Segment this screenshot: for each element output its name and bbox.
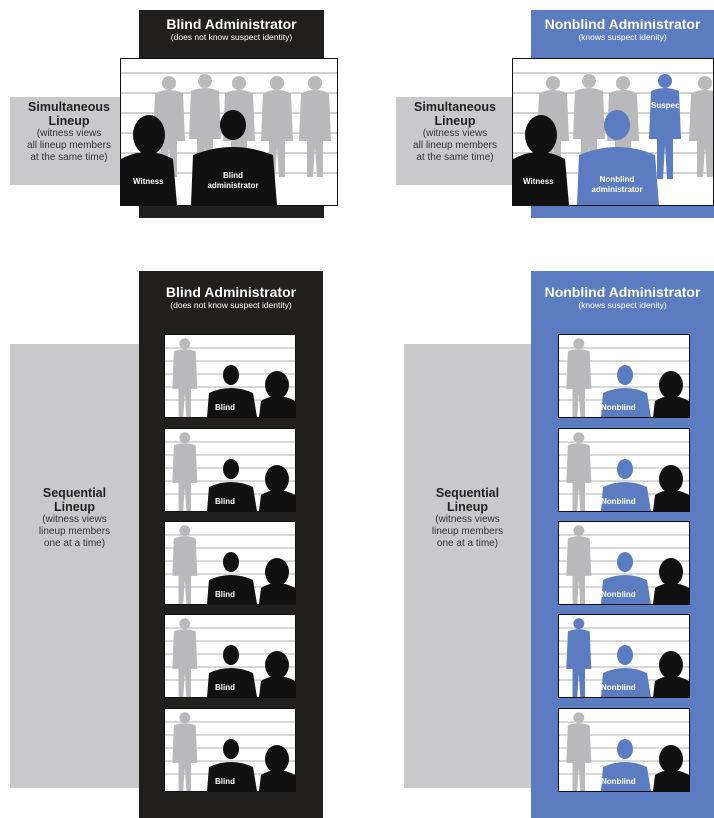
nonblind-admin-label-1: Nonblind [599, 175, 635, 184]
sequential-title-1: Sequential [42, 486, 107, 500]
nonblind-sequential-frame-5: Nonblind [558, 708, 690, 792]
nonblind-admin-label-2: administrator [591, 185, 643, 194]
sequential-sub-2-right: lineup members [431, 526, 504, 537]
sequential-sub-1-right: (witness views [435, 514, 500, 525]
suspect-label: Suspect [651, 101, 683, 110]
simultaneous-sub-1: (witness views [36, 128, 102, 139]
simultaneous-sub-2: all lineup members [27, 140, 111, 151]
nonblind-sequential-frame-3: Nonblind [558, 521, 690, 605]
simultaneous-title-1: Simultaneous [28, 100, 110, 114]
suspect-figure [649, 74, 681, 179]
sequential-label-box-left [10, 344, 139, 788]
lineup-scene-nonblind [513, 72, 713, 205]
sequential-sub-3-right: one at a time) [436, 538, 499, 549]
witness-figure [653, 651, 689, 697]
witness-figure [121, 115, 177, 205]
blind-sequential-frame-4: Blind [164, 614, 296, 698]
nonblind-frame-label: Nonblind [601, 590, 636, 599]
witness-figure [653, 371, 689, 417]
nonblind-admin-title-top: Nonblind Administrator [544, 16, 701, 32]
sequential-title-2-right: Lineup [447, 500, 488, 514]
nonblind-admin-figure [601, 365, 651, 417]
lineup-scene-blind [121, 72, 337, 205]
witness-figure [259, 651, 295, 697]
witness-label-nonblind: Witness [523, 177, 554, 186]
blind-sequential-frame-3: Blind [164, 521, 296, 605]
simultaneous-sub-2-right: all lineup members [413, 140, 497, 151]
blind-sequential-frame-2: Blind [164, 428, 296, 512]
blind-admin-label-2: administrator [207, 181, 259, 190]
nonblind-frame-label: Nonblind [601, 497, 636, 506]
simultaneous-lineup-frame-blind: Witness Blind administrator [120, 58, 338, 206]
sequential-label-right: Sequential Lineup (witness views lineup … [404, 486, 531, 550]
blind-frame-label: Blind [215, 683, 235, 692]
simultaneous-label-box-left [10, 97, 128, 185]
nonblind-admin-figure [601, 459, 651, 511]
blind-admin-subtitle-top: (does not know suspect identity) [170, 32, 293, 42]
nonblind-admin-figure [577, 110, 659, 205]
blind-admin-title-top: Blind Administrator [166, 16, 297, 32]
blind-admin-figure [207, 739, 257, 791]
nonblind-frame-label: Nonblind [601, 403, 636, 412]
blind-admin-subtitle-bottom: (does not know suspect identity) [170, 300, 292, 310]
nonblind-admin-figure [601, 645, 651, 697]
simultaneous-title-1-right: Simultaneous [414, 100, 496, 114]
blind-admin-title-bottom: Blind Administrator [165, 284, 297, 300]
nonblind-admin-header-top: Nonblind Administrator (knows suspect id… [531, 10, 714, 58]
nonblind-sequential-frame-1: Nonblind [558, 334, 690, 418]
blind-frame-label: Blind [215, 590, 235, 599]
sequential-title-1-right: Sequential [435, 486, 500, 500]
witness-figure [653, 745, 689, 791]
witness-figure [259, 371, 295, 417]
blind-admin-figure [191, 110, 277, 205]
witness-figure [653, 558, 689, 604]
simultaneous-sub-3-right: at the same time) [416, 152, 494, 163]
sequential-sub-1: (witness views [42, 514, 107, 525]
blind-frame-label: Blind [215, 497, 235, 506]
simultaneous-title-2-right: Lineup [434, 114, 476, 128]
nonblind-admin-subtitle-top: (knows suspect idenity) [578, 32, 667, 42]
nonblind-sequential-frame-2: Nonblind [558, 428, 690, 512]
witness-figure [653, 465, 689, 511]
simultaneous-lineup-frame-nonblind: Witness Suspect Nonblind administrator [512, 58, 714, 206]
nonblind-frame-label: Nonblind [601, 777, 636, 786]
witness-figure [259, 745, 295, 791]
blind-frame-label: Blind [215, 777, 235, 786]
blind-admin-header-top: Blind Administrator (does not know suspe… [139, 10, 324, 58]
blind-admin-figure [207, 645, 257, 697]
sequential-title-2: Lineup [54, 500, 95, 514]
simultaneous-label-box-right [396, 97, 514, 185]
nonblind-admin-title-bottom: Nonblind Administrator [544, 284, 701, 300]
blind-admin-figure [207, 365, 257, 417]
nonblind-admin-subtitle-bottom: (knows suspect idenity) [578, 300, 667, 310]
witness-label-blind: Witness [133, 177, 164, 186]
nonblind-admin-figure [601, 739, 651, 791]
sequential-sub-2: lineup members [38, 526, 111, 537]
blind-sequential-frame-1: Blind [164, 334, 296, 418]
sequential-label-box-right [404, 344, 531, 788]
sequential-sub-3: one at a time) [43, 538, 106, 549]
witness-figure [259, 465, 295, 511]
witness-figure [259, 558, 295, 604]
blind-sequential-frame-5: Blind [164, 708, 296, 792]
simultaneous-label-left: Simultaneous Lineup (witness views all l… [10, 100, 128, 164]
nonblind-admin-figure [601, 552, 651, 604]
simultaneous-title-2: Lineup [48, 114, 90, 128]
simultaneous-label-right: Simultaneous Lineup (witness views all l… [396, 100, 514, 164]
simultaneous-sub-3: at the same time) [30, 152, 108, 163]
nonblind-frame-label: Nonblind [601, 683, 636, 692]
blind-frame-label: Blind [215, 403, 235, 412]
blind-admin-figure [207, 552, 257, 604]
sequential-label-left: Sequential Lineup (witness views lineup … [10, 486, 139, 550]
witness-figure-right [513, 115, 569, 205]
nonblind-sequential-frame-4: Nonblind [558, 614, 690, 698]
blind-admin-figure [207, 459, 257, 511]
blind-admin-label-1: Blind [223, 171, 243, 180]
simultaneous-sub-1-right: (witness views [422, 128, 488, 139]
